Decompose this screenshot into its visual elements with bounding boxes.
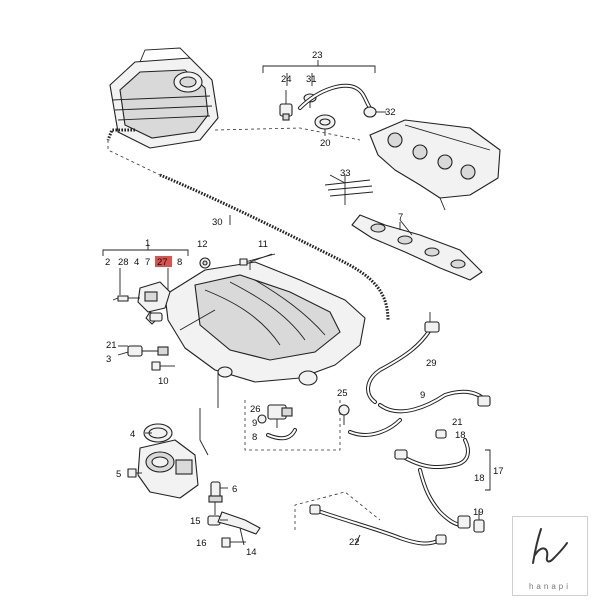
bolt-5 — [127, 468, 142, 478]
label-2: 2 — [105, 257, 110, 268]
bolt-11 — [239, 253, 276, 266]
label-23: 23 — [312, 50, 323, 61]
label-15: 15 — [190, 516, 201, 527]
label-3: 3 — [106, 354, 111, 365]
label-6: 6 — [232, 484, 237, 495]
label-32: 32 — [385, 107, 396, 118]
label-18a: 18 — [455, 430, 466, 441]
label-30: 30 — [212, 217, 223, 228]
label-26: 26 — [250, 404, 261, 415]
label-17: 17 — [493, 466, 504, 477]
label-12: 12 — [197, 239, 208, 250]
label-19: 19 — [473, 507, 484, 518]
label-7: 7 — [145, 257, 150, 268]
gasket-20 — [314, 114, 336, 136]
sensor-25 — [338, 404, 350, 425]
hose-stub — [149, 312, 163, 322]
bolt-10 — [151, 361, 175, 371]
nut-12 — [199, 257, 211, 269]
pipe-17 — [394, 438, 471, 529]
part-labels: 1 2 28 4 7 27 8 12 11 23 24 31 32 20 33 … — [105, 50, 504, 558]
label-9a: 9 — [252, 418, 257, 429]
label-7b: 7 — [398, 212, 403, 223]
label-21a: 21 — [106, 340, 117, 351]
bracket-17 — [485, 449, 491, 491]
pipe-9 — [378, 389, 491, 414]
sensor-19 — [473, 510, 485, 533]
valve-9 — [267, 404, 293, 428]
hose-small — [106, 128, 135, 141]
label-5: 5 — [116, 469, 121, 480]
label-8b: 8 — [252, 432, 257, 443]
label-20: 20 — [320, 138, 331, 149]
clip-18 — [435, 429, 447, 439]
label-25: 25 — [337, 388, 348, 399]
label-4: 4 — [134, 257, 139, 268]
exhaust-manifold — [369, 119, 501, 211]
throttle-body — [137, 439, 199, 499]
brand-text: hanapi — [528, 582, 572, 591]
vacuum-hose-30 — [159, 173, 390, 321]
bracket-1 — [102, 249, 189, 256]
pipe-lower — [348, 418, 402, 437]
bolt-16 — [221, 537, 246, 548]
label-1: 1 — [145, 238, 150, 249]
label-29: 29 — [426, 358, 437, 369]
label-24: 24 — [281, 74, 292, 85]
signature-mark-icon — [532, 528, 568, 564]
highlight-27 — [155, 256, 172, 267]
label-28: 28 — [118, 257, 129, 268]
stud-6 — [208, 481, 223, 503]
label-8: 8 — [177, 257, 182, 268]
label-31: 31 — [306, 74, 317, 85]
hose-8 — [266, 428, 297, 441]
label-22: 22 — [349, 537, 360, 548]
label-14: 14 — [246, 547, 257, 558]
intake-manifold — [164, 253, 366, 386]
sensor-3 — [118, 345, 169, 357]
label-33: 33 — [340, 168, 351, 179]
label-10: 10 — [158, 376, 169, 387]
manifold-gasket-7 — [351, 214, 483, 281]
gasket-4 — [143, 423, 173, 443]
clip-26 — [257, 414, 267, 424]
label-11: 11 — [258, 239, 268, 250]
label-21b: 21 — [452, 417, 463, 428]
sensor-24 — [279, 90, 293, 121]
air-filter-housing — [109, 47, 219, 149]
cable-ties-33 — [324, 175, 374, 205]
vacuum-hose-29 — [366, 321, 440, 404]
clamp-32 — [363, 106, 386, 118]
label-4b: 4 — [130, 429, 135, 440]
hose-22 — [309, 504, 447, 546]
brand-logo: hanapi — [512, 516, 588, 596]
hose-23 — [298, 83, 372, 110]
bracket-23 — [262, 65, 376, 73]
label-9b: 9 — [420, 390, 425, 401]
label-27: 27 — [157, 257, 168, 268]
label-16: 16 — [196, 538, 207, 549]
label-18b: 18 — [474, 473, 485, 484]
